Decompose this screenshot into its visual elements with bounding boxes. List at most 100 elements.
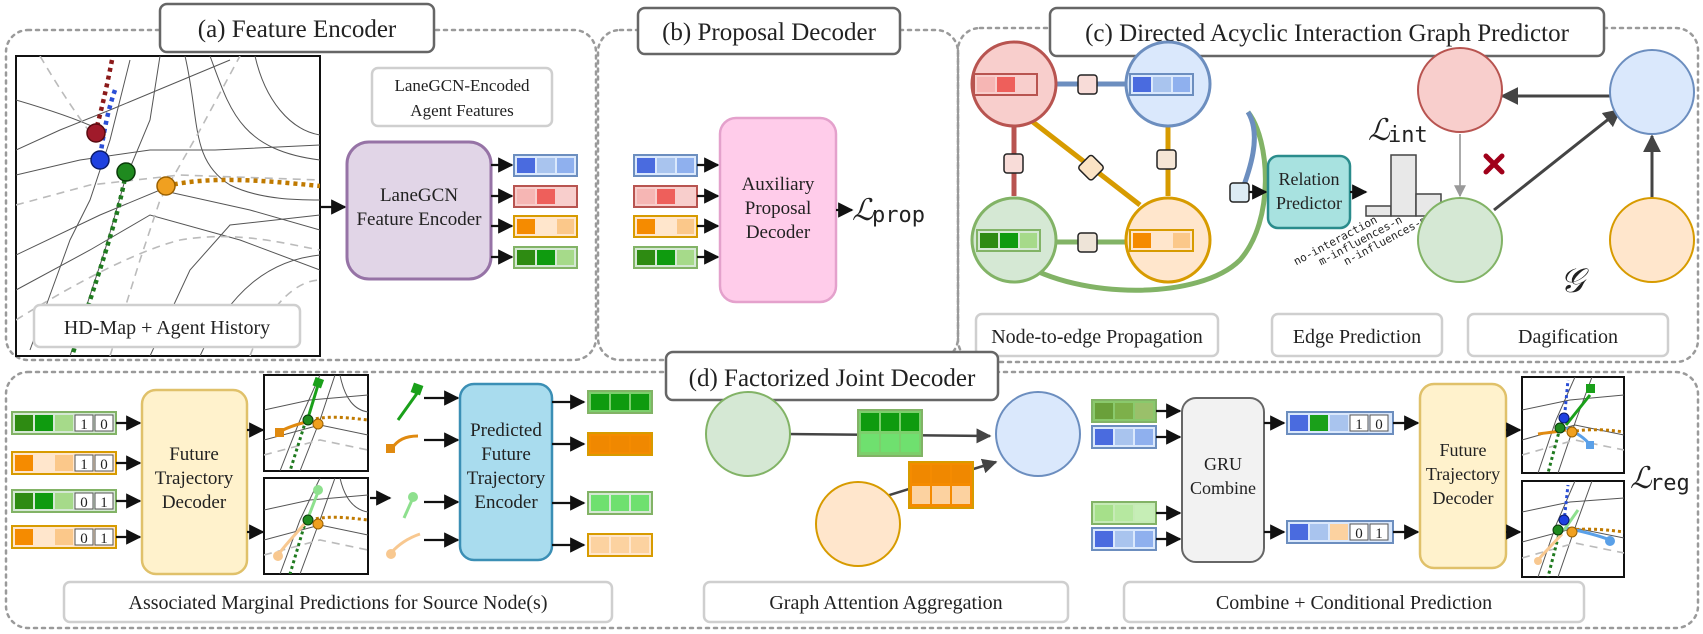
- panel-a-title: (a) Feature Encoder: [198, 16, 397, 43]
- encoded-traj-green: [587, 390, 653, 414]
- panel-d-title: (d) Factorized Joint Decoder: [689, 365, 976, 392]
- encoded-features-label-box: [370, 66, 554, 128]
- panel-b-title-box: [636, 6, 902, 56]
- svg-text:0: 0: [100, 417, 108, 433]
- svg-text:Predicted: Predicted: [470, 420, 542, 441]
- encoded-traj-light-green: [587, 491, 653, 515]
- conditional-feature-10: 1 0: [1286, 411, 1394, 435]
- caption-dagification: Dagification: [1518, 326, 1618, 348]
- svg-text:Trajectory: Trajectory: [467, 468, 546, 489]
- loss-prop-subscript: prop: [872, 203, 925, 228]
- svg-text:GRU: GRU: [1204, 454, 1242, 474]
- edge-green-blue: [1018, 110, 1268, 293]
- panel-d-content: (d) Factorized Joint Decoder 1 0 1 0 0 1: [11, 350, 1690, 624]
- attn-message-green: [857, 409, 923, 457]
- trajectory-icon-light-orange: [386, 532, 421, 559]
- dag-node-red: [1417, 47, 1503, 133]
- svg-text:1: 1: [1375, 526, 1383, 542]
- relation-predictor-label-2: Predictor: [1276, 193, 1342, 213]
- panel-c-content: (c) Directed Acyclic Interaction Graph P…: [970, 6, 1695, 358]
- encoded-label-2: Agent Features: [410, 101, 513, 120]
- svg-text:0: 0: [80, 495, 88, 511]
- trajectory-icon-green: [396, 382, 424, 421]
- caption-marginal-box: [62, 580, 614, 624]
- svg-text:1: 1: [80, 417, 88, 433]
- svg-text:Future: Future: [169, 444, 219, 465]
- loss-int-symbol: ℒ: [1368, 114, 1391, 147]
- edge-red-orange: [1018, 110, 1142, 207]
- caption-edge-prediction-box: [1270, 312, 1444, 358]
- proposal-decoder-label-2: Proposal: [745, 198, 812, 219]
- caption-marginal: Associated Marginal Predictions for Sour…: [129, 592, 548, 614]
- svg-text:0: 0: [80, 531, 88, 547]
- caption-node-to-edge-box: [974, 312, 1220, 358]
- predicted-future-trajectory-encoder: [458, 382, 554, 562]
- encoded-feature-orange: [513, 215, 578, 238]
- proposal-input-orange: [633, 215, 698, 238]
- map-caption-box: [32, 303, 302, 349]
- lanegcn-encoder-box: [345, 140, 493, 281]
- caption-graph-attention: Graph Attention Aggregation: [769, 592, 1002, 614]
- combine-input-blue-2: [1091, 527, 1157, 551]
- loss-reg-subscript: reg: [1650, 471, 1690, 496]
- svg-text:0: 0: [1355, 526, 1363, 542]
- caption-combine: Combine + Conditional Prediction: [1216, 592, 1492, 614]
- svg-text:0: 0: [1375, 417, 1383, 433]
- svg-text:1: 1: [80, 457, 88, 473]
- svg-text:Decoder: Decoder: [1433, 488, 1494, 508]
- panel-d-title-box: [664, 350, 1000, 402]
- panel-a-content: (a) Feature Encoder: [15, 2, 578, 357]
- attn-message-orange: [908, 461, 974, 509]
- agent-blue-dot: [90, 150, 110, 170]
- panel-c-title-box: [1048, 6, 1606, 58]
- dag-node-blue: [1609, 49, 1695, 135]
- encoded-label-1: LaneGCN-Encoded: [394, 76, 530, 95]
- panel-b: [596, 28, 960, 362]
- svg-text:1: 1: [100, 531, 108, 547]
- marginal-input-orange-01: 0 1: [11, 525, 117, 549]
- caption-edge-prediction: Edge Prediction: [1293, 326, 1421, 348]
- attn-node-green: [705, 391, 791, 477]
- combine-input-blue-1: [1091, 425, 1157, 449]
- conditional-feature-01: 0 1: [1286, 520, 1394, 544]
- svg-text:Future: Future: [481, 444, 531, 465]
- svg-text:Future: Future: [1440, 440, 1487, 460]
- encoded-feature-green: [513, 246, 578, 269]
- proposal-decoder-label-3: Decoder: [746, 222, 811, 243]
- caption-graph-attention-box: [702, 580, 1070, 624]
- relation-predictor-box: [1266, 154, 1352, 230]
- marginal-input-green-01: 0 1: [11, 489, 117, 513]
- gru-combine-box: [1181, 397, 1265, 563]
- attn-node-orange: [815, 481, 901, 567]
- svg-text:Decoder: Decoder: [162, 492, 227, 513]
- mini-map-2: [263, 477, 369, 575]
- loss-int-subscript: int: [1388, 123, 1428, 148]
- encoded-feature-red: [513, 185, 578, 208]
- panel-b-content: (b) Proposal Decoder Auxiliary Proposal …: [633, 6, 925, 304]
- trajectory-icon-light-green: [402, 492, 418, 519]
- cross-icon: [1483, 153, 1505, 175]
- combine-input-gradient-green: [1091, 399, 1157, 423]
- svg-text:0: 0: [100, 457, 108, 473]
- proposal-input-green: [633, 246, 698, 269]
- caption-node-to-edge: Node-to-edge Propagation: [991, 326, 1203, 348]
- encoded-traj-orange: [587, 432, 653, 456]
- mini-map-4: [1521, 480, 1625, 578]
- mini-map-1: [263, 374, 369, 472]
- proposal-input-red: [633, 185, 698, 208]
- agent-green-dot: [116, 162, 136, 182]
- relation-predictor-label-1: Relation: [1279, 169, 1340, 189]
- combine-input-light-green: [1091, 501, 1157, 525]
- attn-node-blue: [995, 391, 1081, 477]
- map-caption: HD-Map + Agent History: [64, 317, 270, 339]
- encoded-traj-light-orange: [587, 533, 653, 557]
- future-trajectory-decoder-right: [1418, 382, 1508, 570]
- loss-reg-symbol: ℒ: [1630, 462, 1653, 495]
- proposal-input-blue: [633, 154, 698, 177]
- panel-b-title: (b) Proposal Decoder: [662, 19, 876, 46]
- svg-text:Trajectory: Trajectory: [1426, 464, 1500, 484]
- encoded-feature-blue: [513, 154, 578, 177]
- marginal-input-orange-10: 1 0: [11, 451, 117, 475]
- caption-dagification-box: [1466, 312, 1670, 358]
